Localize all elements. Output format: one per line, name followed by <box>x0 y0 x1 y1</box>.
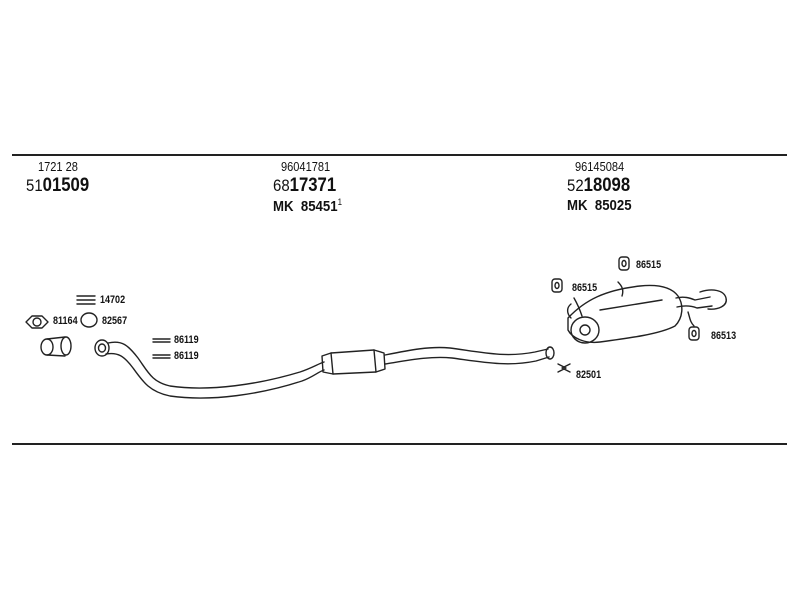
label-ring: 82567 <box>102 315 128 327</box>
mk-reference: MK 85025 <box>567 197 632 214</box>
label-hanger-right: 86513 <box>711 330 737 342</box>
label-hanger-top: 86515 <box>636 259 662 271</box>
hanger-left-icon <box>551 278 563 293</box>
label-bolt-upper: 86119 <box>174 334 199 346</box>
header-column-1: 1721 28 5101509 <box>26 159 98 195</box>
rear-silencer <box>566 281 727 344</box>
label-clamp-bottom: 82501 <box>576 369 602 381</box>
bolt-lower-icon <box>152 354 171 359</box>
header-column-2: 96041781 6817371 MK 854511 <box>273 159 351 214</box>
label-bolt-lower: 86119 <box>174 350 199 362</box>
label-hanger-left: 86515 <box>572 282 598 294</box>
mk-reference: MK 854511 <box>273 197 342 215</box>
front-pipe-flange <box>94 339 110 357</box>
bottom-divider <box>12 443 787 445</box>
clamp-top-icon <box>76 295 96 305</box>
gasket-icon <box>25 315 49 329</box>
hanger-right-icon <box>688 326 700 341</box>
clamp-bottom-icon <box>557 363 571 373</box>
ring-icon <box>80 312 98 328</box>
intermediate-pipe-end <box>545 346 555 360</box>
oe-number: 96145084 <box>575 159 625 174</box>
label-gasket: 81164 <box>53 315 78 327</box>
hanger-top-icon <box>618 256 630 271</box>
part-number: 5101509 <box>26 175 90 196</box>
center-silencer <box>321 349 386 375</box>
part-number: 6817371 <box>273 175 337 196</box>
intermediate-pipe <box>384 346 550 365</box>
top-divider <box>12 154 787 156</box>
part-number: 5218098 <box>567 175 631 196</box>
front-pipe <box>105 341 325 399</box>
label-clamp-top: 14702 <box>100 294 126 306</box>
bolt-upper-icon <box>152 338 171 343</box>
header-column-3: 96145084 5218098 MK 85025 <box>567 159 640 213</box>
oe-number: 1721 28 <box>38 159 78 174</box>
front-sleeve-icon <box>40 336 72 357</box>
oe-number: 96041781 <box>281 159 331 174</box>
